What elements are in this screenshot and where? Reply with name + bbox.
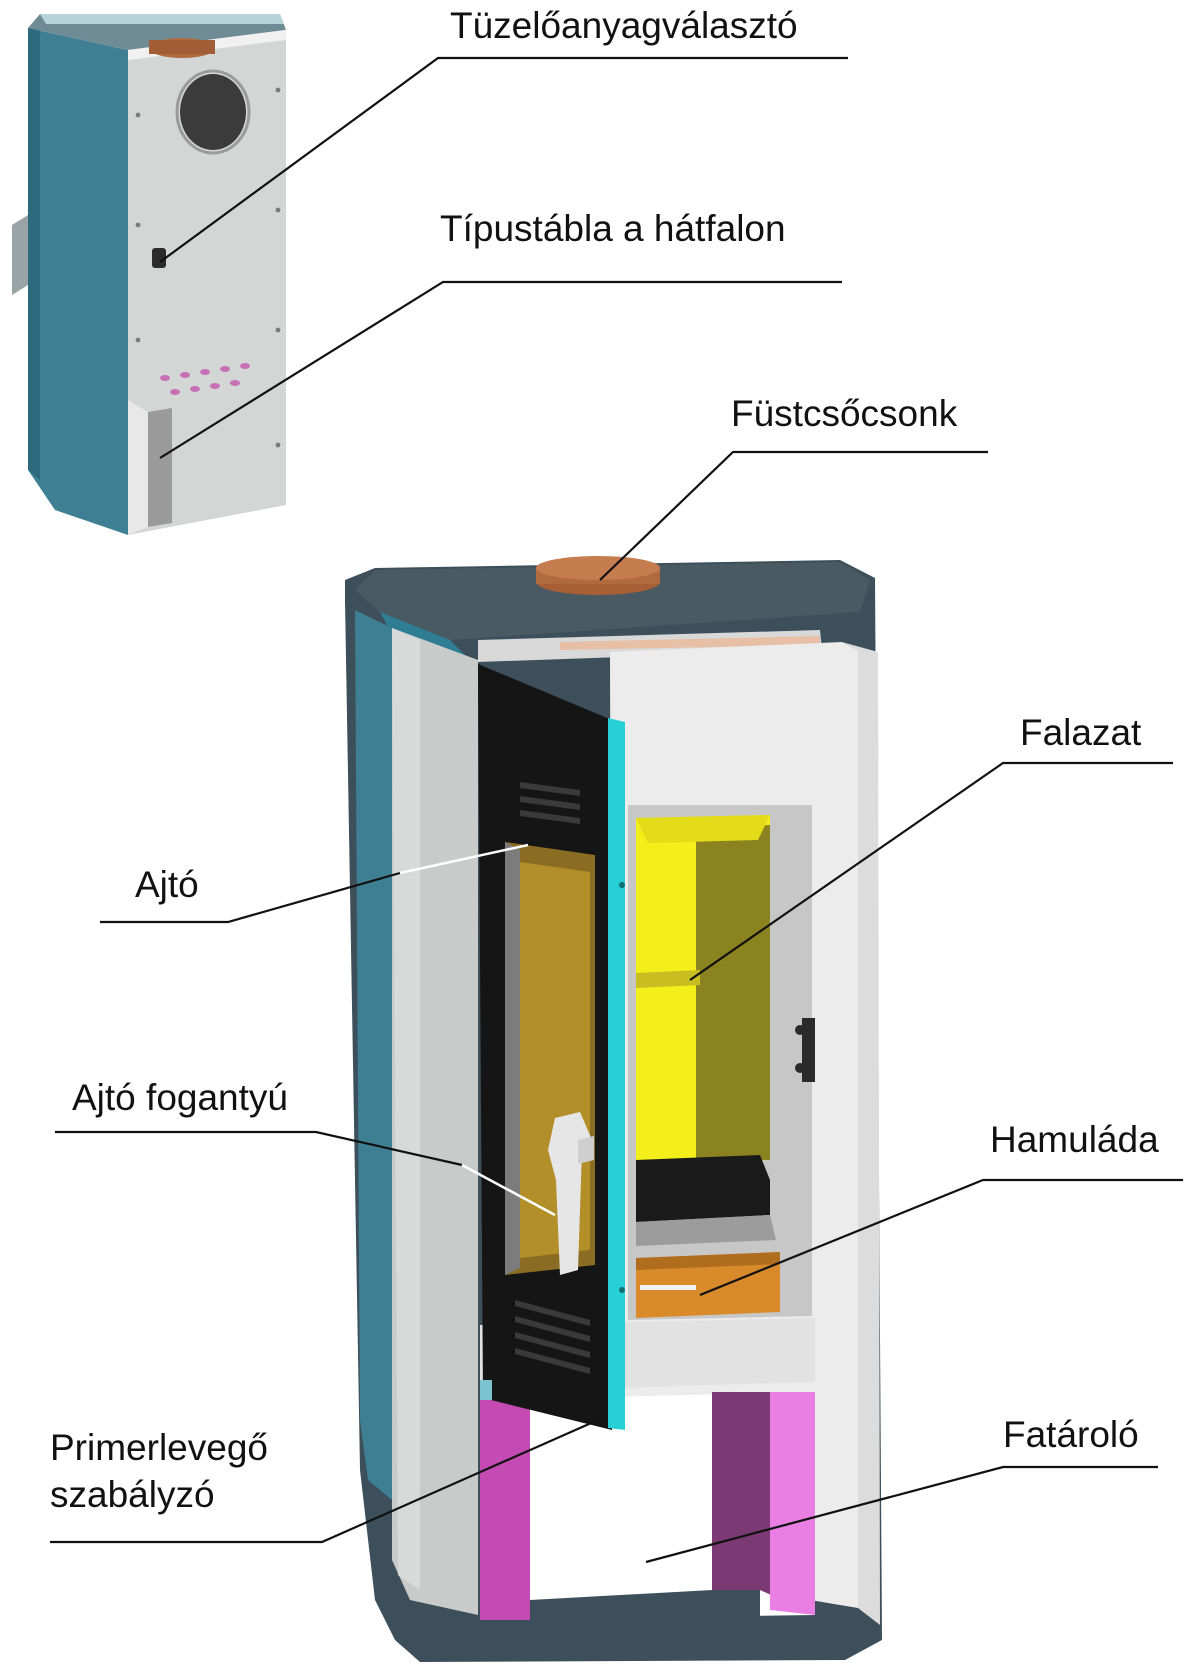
label-type-plate: Típustábla a hátfalon — [440, 208, 786, 249]
door-edge — [608, 718, 625, 1430]
fuel-selector-knob — [152, 248, 166, 268]
text-labels: Tüzelőanyagválasztó Típustábla a hátfalo… — [50, 5, 1159, 1515]
leader-door-handle — [55, 1130, 463, 1167]
leader-ash-drawer — [699, 1178, 1183, 1297]
label-primary-air-line2: szabályzó — [50, 1474, 215, 1515]
leader-door — [100, 871, 401, 924]
rear-flue-opening — [180, 74, 246, 150]
leader-fuel-selector — [159, 56, 848, 263]
door-latch — [802, 1018, 815, 1082]
label-primary-air-line1: Primerlevegő — [50, 1427, 268, 1468]
main-top-slab — [355, 562, 870, 640]
leader-primary-air — [50, 1418, 599, 1544]
leader-masonry — [689, 761, 1173, 981]
leader-type-plate — [159, 280, 842, 459]
leader-flue-spigot — [599, 450, 988, 581]
label-wood-storage: Fatároló — [1003, 1414, 1139, 1455]
main-stove — [345, 556, 882, 1662]
label-fuel-selector: Tüzelőanyagválasztó — [450, 5, 798, 46]
leader-wood-storage — [645, 1465, 1158, 1564]
rear-view-stove — [12, 14, 286, 535]
type-plate — [148, 408, 172, 527]
label-door: Ajtó — [135, 864, 199, 905]
label-ash-drawer: Hamuláda — [990, 1119, 1159, 1160]
leader-lines — [50, 56, 1183, 1564]
rear-vent-slots — [160, 363, 250, 395]
label-masonry: Falazat — [1020, 712, 1142, 753]
label-flue-spigot: Füstcsőcsonk — [731, 393, 958, 434]
label-door-handle: Ajtó fogantyú — [72, 1077, 288, 1118]
